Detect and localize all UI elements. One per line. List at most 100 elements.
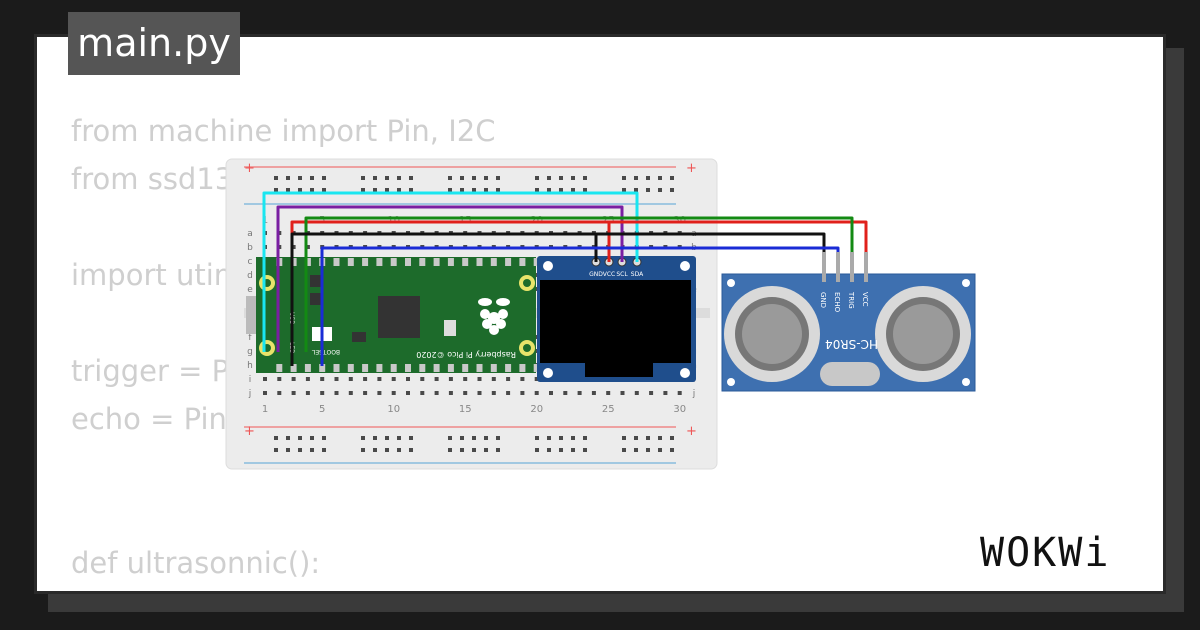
row-letter: h <box>247 361 253 371</box>
sensor-pin <box>864 252 868 282</box>
rail-hole <box>496 188 500 192</box>
pico-pin-pad <box>447 364 454 372</box>
rail-hole <box>448 448 452 452</box>
breadboard-hole <box>263 377 267 381</box>
sensor-model-label: HC-SR04 <box>825 337 878 351</box>
rail-hole <box>460 436 464 440</box>
rail-hole <box>448 436 452 440</box>
rail-hole <box>472 448 476 452</box>
pico-pin-pad <box>362 258 369 266</box>
rail-hole <box>622 176 626 180</box>
breadboard-hole <box>477 391 482 395</box>
rail-hole <box>670 436 674 440</box>
breadboard-hole <box>434 377 439 381</box>
rail-hole <box>298 188 302 192</box>
rail-hole <box>658 188 662 192</box>
rail-hole <box>385 176 389 180</box>
rail-hole <box>397 436 401 440</box>
rail-hole <box>460 188 464 192</box>
breadboard-hole <box>591 391 596 395</box>
rail-hole <box>286 176 290 180</box>
rail-hole <box>397 176 401 180</box>
rail-hole <box>361 176 365 180</box>
breadboard-hole <box>448 391 453 395</box>
breadboard-hole <box>534 377 539 381</box>
breadboard-hole <box>491 377 496 381</box>
rail-hole <box>385 188 389 192</box>
rail-hole <box>472 176 476 180</box>
pico-pin-pad <box>405 258 411 266</box>
row-letter: d <box>247 271 253 281</box>
rail-hole <box>409 448 413 452</box>
rail-hole <box>658 176 662 180</box>
breadboard-hole <box>391 391 396 395</box>
raspberry-pi-pico[interactable]: Raspberry Pi Pico ©2020 USB LED BOOTSEL <box>246 257 540 373</box>
pico-pin-pad <box>533 258 540 266</box>
rail-hole <box>670 188 674 192</box>
rail-hole <box>322 436 326 440</box>
breadboard-hole <box>406 391 410 395</box>
row-letter: c <box>248 257 253 267</box>
rail-hole <box>286 448 290 452</box>
rail-hole <box>670 176 674 180</box>
file-tab[interactable]: main.py <box>68 12 240 75</box>
rail-plus-bottom-right: + <box>686 424 697 439</box>
rail-hole <box>298 448 302 452</box>
pico-pin-pad <box>390 258 397 266</box>
pico-pin-pad <box>447 258 454 266</box>
pico-pin-pad <box>390 364 397 372</box>
row-letter: a <box>247 229 253 239</box>
oled-pin-label: VCC <box>603 271 615 278</box>
oled-pin-label: SDA <box>631 271 644 278</box>
row-letter: g <box>247 347 253 357</box>
breadboard-hole <box>320 377 325 381</box>
breadboard-hole <box>391 377 396 381</box>
column-number: 1 <box>262 404 268 415</box>
rail-hole <box>559 448 563 452</box>
rail-hole <box>559 176 563 180</box>
rail-hole <box>286 436 290 440</box>
rail-hole <box>571 436 575 440</box>
breadboard-hole <box>534 349 539 353</box>
rail-hole <box>583 448 587 452</box>
pico-board-text: Raspberry Pi Pico ©2020 <box>416 350 516 359</box>
breadboard-hole <box>291 245 296 249</box>
row-letter: f <box>248 333 252 343</box>
breadboard-hole <box>434 391 439 395</box>
rail-hole <box>634 448 638 452</box>
sensor-pin-label: ECHO <box>833 292 841 313</box>
breadboard-hole <box>534 391 539 395</box>
breadboard-hole <box>277 391 282 395</box>
breadboard-hole <box>305 377 310 381</box>
column-number: 15 <box>459 404 472 415</box>
rail-hole <box>622 436 626 440</box>
rail-hole <box>310 188 314 192</box>
rail-hole <box>409 188 413 192</box>
rail-hole <box>373 436 377 440</box>
breadboard-hole <box>577 391 582 395</box>
row-letter: i <box>249 375 252 385</box>
rail-hole <box>583 176 587 180</box>
rail-hole <box>274 448 278 452</box>
sensor-pin-label: VCC <box>861 292 869 307</box>
sensor-pin <box>836 252 840 282</box>
wokwi-logo-text: WOKWi <box>980 530 1110 576</box>
breadboard-hole <box>420 391 425 395</box>
rail-hole <box>535 176 539 180</box>
breadboard-hole <box>477 377 482 381</box>
rail-hole <box>496 448 500 452</box>
rail-hole <box>274 436 278 440</box>
rail-hole <box>583 188 587 192</box>
rail-plus-top: + <box>244 161 255 176</box>
breadboard-hole <box>649 391 654 395</box>
rail-hole <box>634 176 638 180</box>
breadboard-hole <box>634 391 639 395</box>
rail-hole <box>646 448 650 452</box>
breadboard-hole <box>534 287 539 291</box>
breadboard-hole <box>291 391 296 395</box>
pico-pin-pad <box>333 364 340 372</box>
breadboard-hole <box>263 391 267 395</box>
pico-pin-pad <box>304 364 311 372</box>
